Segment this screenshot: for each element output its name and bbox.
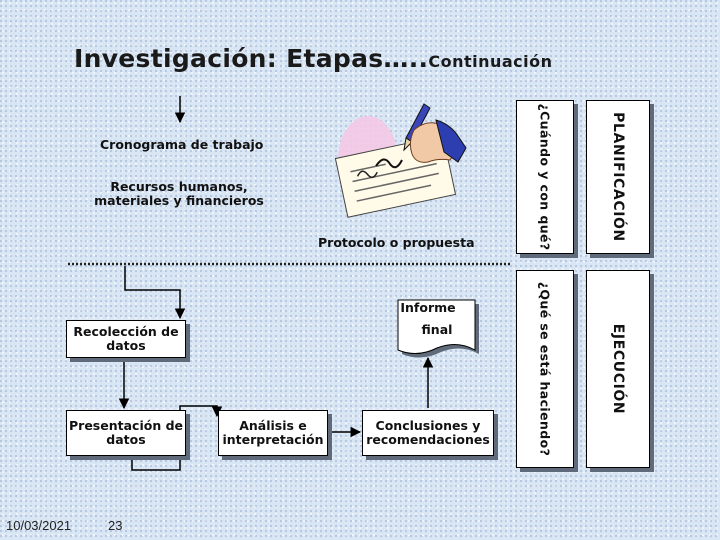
footer-page-number: 23 [108,518,122,533]
signing-document-icon [318,100,468,235]
recoleccion-label: Recolección de datos [67,325,185,353]
phase-top-label: PLANIFICACIÓN [610,112,626,242]
informe-label-line1: Informe [398,300,458,315]
phase-top-bar: PLANIFICACIÓN [586,100,650,254]
question-top-label: ¿Cuándo y con qué? [538,103,553,250]
presentacion-label: Presentación de datos [67,419,185,447]
informe-label-line2: final [398,322,476,337]
conclusiones-box: Conclusiones y recomendaciones [362,410,494,456]
analisis-label: Análisis e interpretación [219,419,327,447]
arrow-to-recoleccion [125,266,180,318]
question-top-bar: ¿Cuándo y con qué? [516,100,574,254]
analisis-box: Análisis e interpretación [218,410,328,456]
recoleccion-box: Recolección de datos [66,320,186,358]
cronograma-label: Cronograma de trabajo [100,137,260,152]
question-bottom-label: ¿Qué se está haciendo? [538,282,553,457]
presentacion-box: Presentación de datos [66,410,186,456]
protocolo-label: Protocolo o propuesta [318,235,468,250]
phase-bottom-bar: EJECUCIÓN [586,270,650,468]
phase-bottom-label: EJECUCIÓN [610,324,626,414]
footer-date: 10/03/2021 [6,518,71,533]
question-bottom-bar: ¿Qué se está haciendo? [516,270,574,468]
recursos-label: Recursos humanos, materiales y financier… [90,180,268,208]
conclusiones-label: Conclusiones y recomendaciones [363,419,493,447]
